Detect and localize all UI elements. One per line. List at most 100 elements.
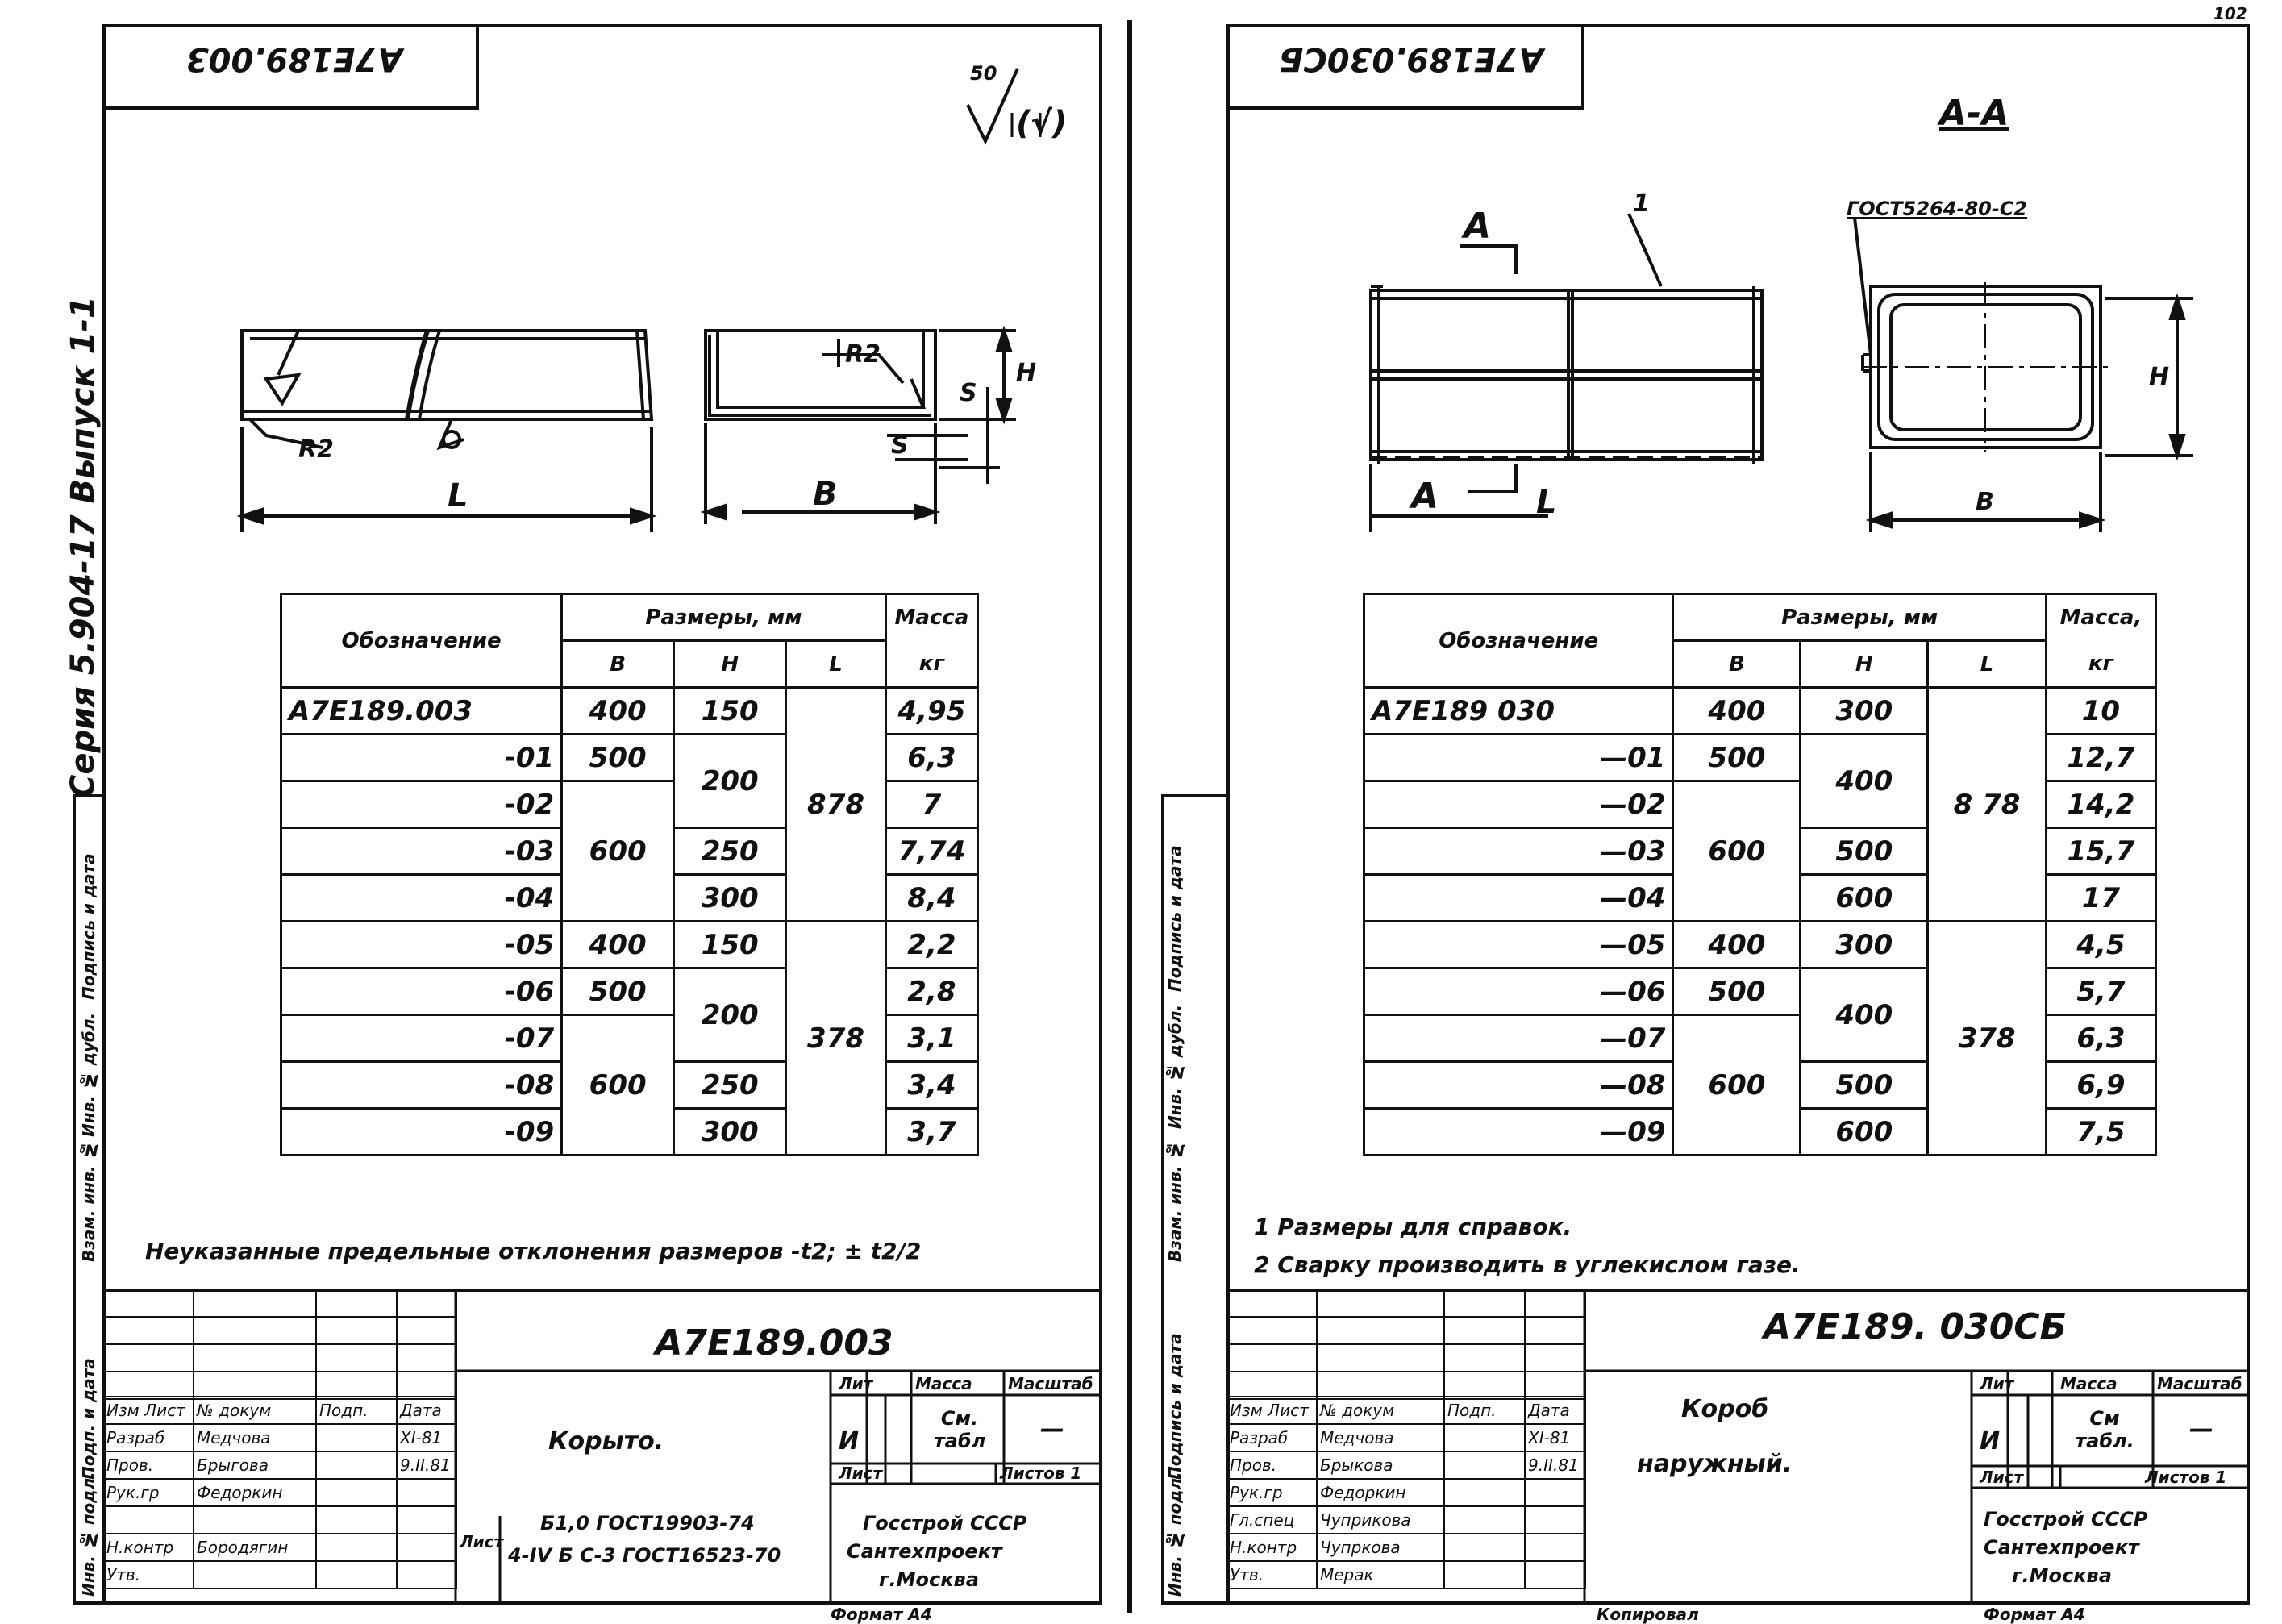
designation-cell: —08: [1362, 1060, 1675, 1110]
name-cell: [193, 1560, 317, 1589]
table-row: —06 500 400 5,7: [1362, 967, 2158, 1063]
right-scale-label: Масштаб: [2157, 1374, 2242, 1393]
role-cell: Рук.гр: [102, 1478, 194, 1507]
table-row: [102, 1505, 457, 1534]
h-cell: 250: [673, 827, 788, 876]
designation-cell: -07: [279, 1014, 564, 1063]
designation-cell: -03: [279, 827, 564, 876]
table-row: Утв.: [102, 1560, 457, 1589]
b-cell: 600: [1672, 1014, 1802, 1156]
mass-cell: 8,4: [884, 873, 980, 922]
h-cell: 400: [1799, 733, 1930, 829]
table-row: —04 600 17: [1362, 873, 2158, 922]
left-dim-h: H: [1016, 359, 1037, 387]
mass-cell: 6,9: [2044, 1060, 2158, 1110]
date-cell: XI-81: [396, 1423, 457, 1452]
h-cell: 500: [1799, 1060, 1930, 1110]
mass-cell: 3,1: [884, 1014, 980, 1063]
right-mass-label: Масса: [2060, 1374, 2118, 1393]
h-cell: 300: [673, 1107, 788, 1156]
right-dim-h: H: [2149, 363, 2170, 391]
right-col-mass-unit: кг: [2044, 640, 2158, 689]
left-stamp-title: Корыто.: [548, 1427, 664, 1455]
left-col-mass-unit: кг: [884, 640, 980, 689]
designation-cell: -06: [279, 967, 564, 1016]
left-material-line1: Б1,0 ГОСТ19903-74: [540, 1512, 755, 1534]
right-col-b: B: [1672, 639, 1802, 689]
b-cell: 500: [1672, 967, 1802, 1016]
l-cell: 878: [785, 686, 887, 922]
mass-cell: 3,4: [884, 1060, 980, 1110]
mass-cell: 7: [884, 780, 980, 829]
sign-cell: [315, 1451, 398, 1480]
mass-cell: 15,7: [2044, 827, 2158, 876]
mass-cell: 2,8: [884, 967, 980, 1016]
name-cell: Медчова: [1316, 1423, 1445, 1452]
left-org-line2: Сантехпроект: [847, 1540, 1002, 1563]
right-dim-a-top: A: [1464, 206, 1492, 247]
name-cell: Чупркова: [1316, 1533, 1445, 1562]
table-row: —08 500 6,9: [1362, 1060, 2158, 1110]
h-cell: 150: [673, 920, 788, 969]
role-cell: Н.контр: [1226, 1533, 1318, 1562]
name-cell: № докум: [1316, 1396, 1445, 1425]
date-cell: [1524, 1533, 1586, 1562]
left-scale-label: Масштаб: [1008, 1374, 1093, 1393]
b-cell: 400: [560, 686, 676, 735]
right-scale-value: —: [2189, 1415, 2213, 1443]
right-col-h: H: [1799, 639, 1930, 689]
role-cell: [102, 1505, 194, 1534]
table-row: Утв.Мерак: [1226, 1560, 1586, 1589]
left-org-line1: Госстрой СССР: [863, 1512, 1027, 1534]
designation-cell: -09: [279, 1107, 564, 1156]
right-side-label-4: Инв. № дубл.: [1165, 1004, 1185, 1129]
table-row: -07 600 3,1: [279, 1014, 980, 1156]
h-cell: 300: [1799, 686, 1930, 735]
right-side-label-3: Взам. инв. №: [1165, 1140, 1185, 1262]
mass-cell: 5,7: [2044, 967, 2158, 1016]
date-cell: [396, 1505, 457, 1534]
designation-cell: —01: [1362, 733, 1675, 782]
name-cell: Мерак: [1316, 1560, 1445, 1589]
left-sheet-label: Лист: [839, 1464, 883, 1483]
left-col-h: H: [673, 639, 788, 689]
designation-cell: -02: [279, 780, 564, 829]
right-dim-a-bot: A: [1411, 476, 1439, 517]
role-cell: Рук.гр: [1226, 1478, 1318, 1507]
mass-cell: 6,3: [884, 733, 980, 782]
sign-cell: [1443, 1505, 1526, 1534]
role-cell: Разраб: [102, 1423, 194, 1452]
name-cell: Брыкова: [1316, 1451, 1445, 1480]
right-note-1: 1 Размеры для справок.: [1254, 1214, 1572, 1240]
right-copied-label: Копировал: [1597, 1605, 1699, 1624]
section-title: A-A: [1939, 93, 2009, 134]
right-stamp-title-2: наружный.: [1637, 1450, 1793, 1478]
mass-cell: 2,2: [884, 920, 980, 969]
left-mass-label: Масса: [915, 1374, 972, 1393]
right-mass-value: См табл.: [2075, 1407, 2134, 1452]
sign-cell: [1443, 1560, 1526, 1589]
roughness-paren: (√): [1016, 105, 1068, 142]
name-cell: Чуприкова: [1316, 1505, 1445, 1534]
left-note: Неуказанные предельные отклонения размер…: [145, 1238, 922, 1264]
designation-cell: A7E189 030: [1362, 686, 1675, 735]
l-cell: 378: [785, 920, 887, 1156]
mass-cell: 6,3: [2044, 1014, 2158, 1063]
left-dim-l: L: [448, 477, 468, 514]
b-cell: 500: [1672, 733, 1802, 782]
name-cell: Федоркин: [1316, 1478, 1445, 1507]
right-stamp-title-1: Короб: [1681, 1395, 1769, 1423]
left-col-l: L: [785, 639, 887, 689]
designation-cell: —02: [1362, 780, 1675, 829]
designation-cell: —04: [1362, 873, 1675, 922]
table-row: —07 600 6,3: [1362, 1014, 2158, 1156]
mass-cell: 17: [2044, 873, 2158, 922]
right-side-strip: [1161, 794, 1227, 1605]
mass-cell: 7,5: [2044, 1107, 2158, 1156]
role-cell: Изм Лист: [102, 1396, 194, 1425]
